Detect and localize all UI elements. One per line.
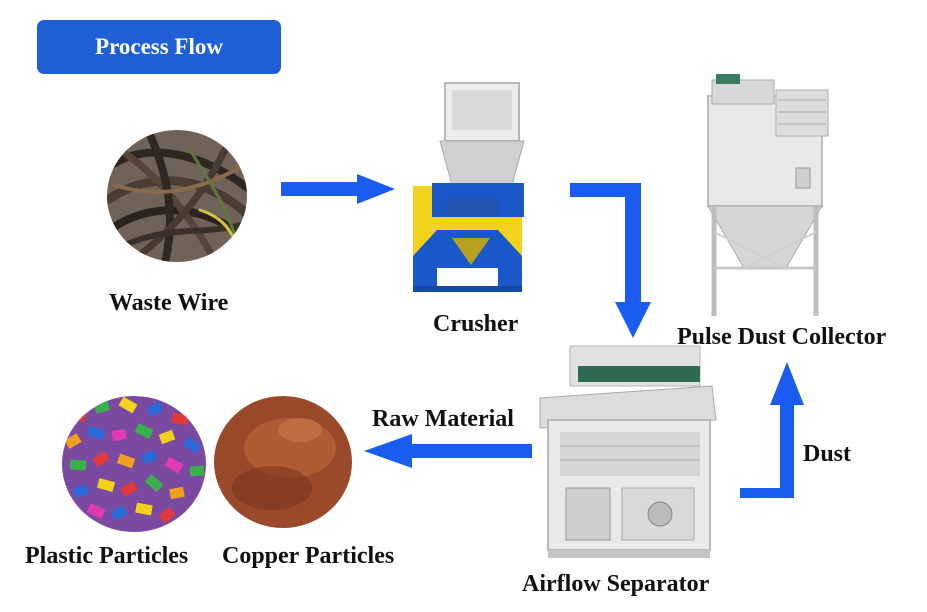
waste-wire-label: Waste Wire <box>109 290 229 316</box>
waste-wire-image <box>107 130 247 262</box>
copper-particles-image <box>214 396 352 528</box>
arrow-crusher-to-separator <box>570 183 651 338</box>
arrow-separator-to-raw-material <box>364 434 532 468</box>
process-flow-badge: Process Flow <box>37 20 281 74</box>
crusher-image <box>413 82 525 292</box>
pulse-dust-collector-image <box>707 74 829 316</box>
pulse-dust-collector-label: Pulse Dust Collector <box>677 324 887 350</box>
plastic-particles-image <box>62 396 206 532</box>
dust-label: Dust <box>803 441 852 467</box>
raw-material-label: Raw Material <box>372 406 514 432</box>
crusher-label: Crusher <box>433 311 519 337</box>
plastic-particles-label: Plastic Particles <box>25 543 189 569</box>
arrow-wire-to-crusher <box>281 174 395 204</box>
airflow-separator-image <box>539 345 717 558</box>
arrow-separator-to-dust-collector <box>740 362 804 498</box>
copper-particles-label: Copper Particles <box>222 543 395 569</box>
airflow-separator-label: Airflow Separator <box>522 571 710 597</box>
